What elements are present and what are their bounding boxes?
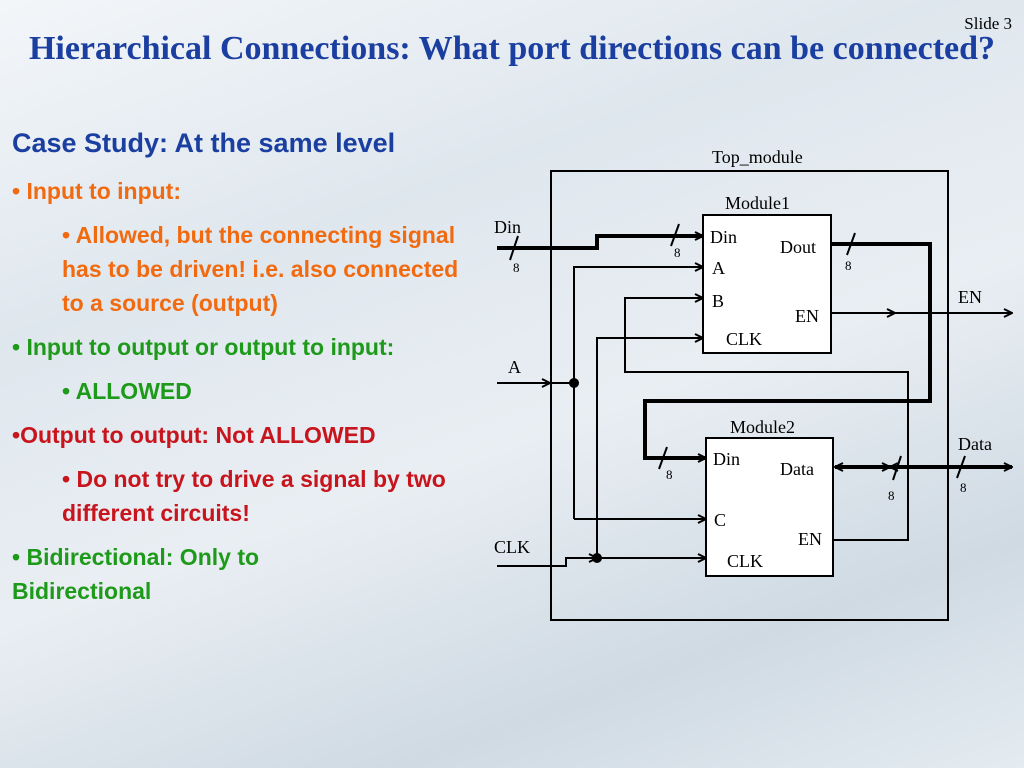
wire-en2-to-b [624,298,909,541]
top-module-box [550,170,949,621]
junction-dot-clk [592,553,602,563]
module2-port-data: Data [780,459,814,479]
wire-a-to-module1 [573,267,703,519]
bullet-text: Bidirectional: Only to Bidirectional [12,544,260,604]
bullet-list: Case Study: At the same level • Input to… [12,126,492,618]
bullet-text: Output to output: Not ALLOWED [20,422,376,448]
bus-slash [892,455,902,481]
ext-en-label: EN [958,287,982,307]
bus-slash [956,455,966,479]
bullet-input-to-input-detail: • Allowed, but the connecting signal has… [62,222,459,316]
ext-clk-label: CLK [494,537,530,557]
bullet-output-output-detail: • Do not try to drive a signal by two di… [62,466,446,526]
module1-port-din: Din [710,227,737,247]
module1-port-en: EN [795,306,819,326]
bullet-text: Do not try to drive a signal by two diff… [62,466,446,526]
bullet-text: Allowed, but the connecting signal has t… [62,222,459,316]
bus-width-label: 8 [845,258,852,273]
module2-label: Module2 [730,417,795,437]
bus-slash [658,446,668,470]
module1-port-dout: Dout [780,237,816,257]
module2-port-clk: CLK [727,551,763,571]
bullet-text: ALLOWED [75,378,192,404]
bus-slash [670,223,680,247]
bullet-bidirectional: • Bidirectional: Only to Bidirectional [12,544,260,604]
module2-box [705,437,834,577]
case-study-heading: Case Study: At the same level [12,128,396,158]
ext-a-label: A [508,357,521,377]
bus-width-label: 8 [674,245,681,260]
top-module-label: Top_module [712,147,803,167]
bullet-input-output-detail: • ALLOWED [62,378,192,404]
module2-port-din: Din [713,449,740,469]
bullet-output-output: •Output to output: Not ALLOWED [12,422,376,448]
bus-slash [846,232,856,256]
module1-port-a: A [712,258,725,278]
bus-width-label: 8 [888,488,895,503]
module1-label: Module1 [725,193,790,213]
bullet-input-output: • Input to output or output to input: [12,334,395,360]
bullet-text: Input to input: [26,178,181,204]
wire-din-bus [497,236,703,250]
module1-port-clk: CLK [726,329,762,349]
ext-din-label: Din [494,217,521,237]
module2-port-c: C [714,510,726,530]
module1-port-b: B [712,291,724,311]
slide-number: Slide 3 [964,14,1012,33]
wire-clk-to-module1 [596,338,703,558]
bus-slash [509,235,519,261]
bus-width-label: 8 [960,480,967,495]
wire-dout-bus [643,242,932,458]
wire-clk-in [497,558,597,567]
bus-width-label: 8 [666,467,673,482]
bullet-input-to-input: • Input to input: [12,178,181,204]
module1-box [702,214,832,354]
bullet-text: Input to output or output to input: [26,334,395,360]
ext-data-label: Data [958,434,992,454]
bus-width-label: 8 [513,260,520,275]
junction-dot-a [569,378,579,388]
module2-port-en: EN [798,529,822,549]
page-title: Hierarchical Connections: What port dire… [28,30,996,67]
